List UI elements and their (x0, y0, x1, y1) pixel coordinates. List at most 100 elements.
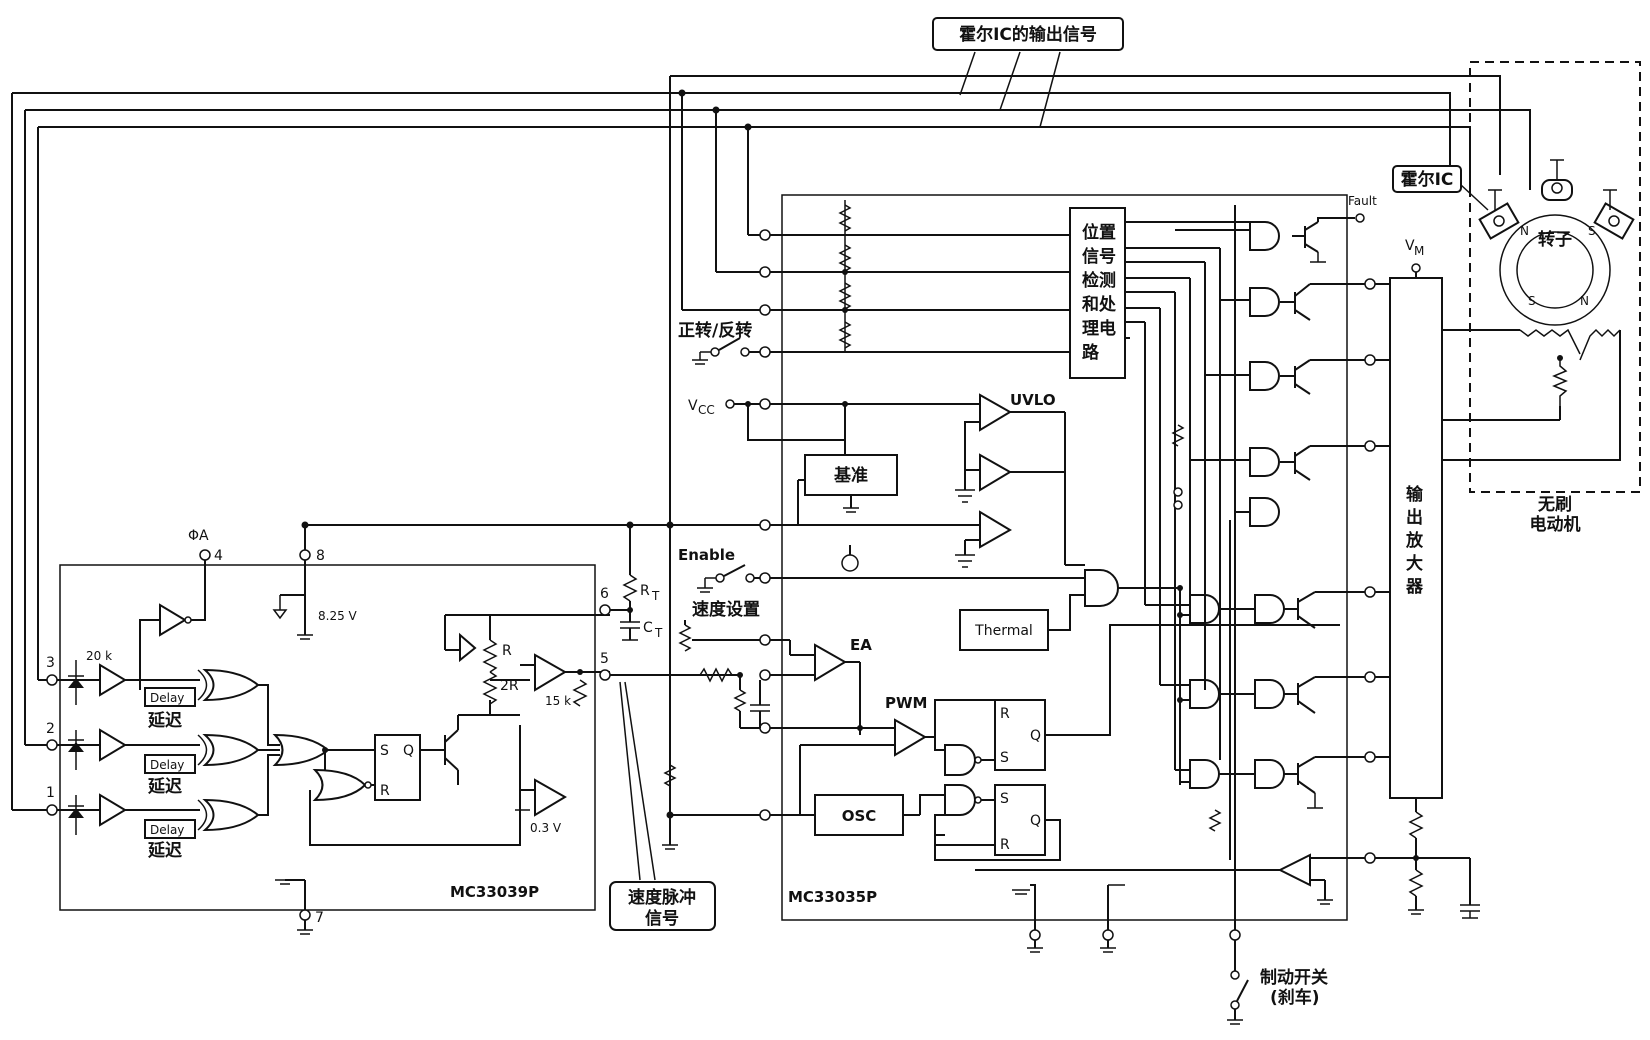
vcc-input: V CC (688, 398, 980, 455)
sr-flipflop-33039: S R Q (374, 734, 421, 801)
svg-text:MC33035P: MC33035P (788, 888, 877, 906)
hall-sensor-left-icon (1478, 202, 1520, 240)
svg-text:S: S (1528, 294, 1536, 308)
svg-text:20 k: 20 k (86, 649, 112, 663)
svg-text:R: R (640, 583, 650, 599)
left-bus (11, 93, 48, 811)
fault-and-gate (1065, 564, 1183, 607)
svg-text:8: 8 (316, 548, 325, 564)
brake-switch[interactable]: 制动开关 (刹车) (1227, 870, 1328, 1025)
zener-diode-1 (68, 795, 84, 835)
svg-text:速度脉冲: 速度脉冲 (628, 887, 696, 908)
schmitt-buffer-1 (99, 793, 127, 827)
svg-text:放: 放 (1405, 530, 1424, 551)
phi-a-inverter: ΦA 4 (139, 528, 223, 690)
fwd-rev-switch[interactable]: 正转/反转 (678, 320, 760, 365)
svg-text:霍尔IC: 霍尔IC (1401, 169, 1454, 190)
svg-text:8.25 V: 8.25 V (318, 609, 358, 623)
xor-gate-3 (197, 668, 260, 702)
svg-text:1: 1 (46, 785, 55, 801)
svg-text:R: R (502, 643, 512, 659)
hall-ic-label: 霍尔IC (1392, 165, 1489, 211)
svg-text:V: V (688, 398, 698, 414)
svg-text:C: C (643, 620, 653, 636)
svg-text:R: R (1000, 706, 1010, 722)
rotor-outer-icon (1499, 214, 1611, 326)
logic-routing (1125, 205, 1250, 870)
svg-text:0.3 V: 0.3 V (530, 821, 562, 835)
svg-text:2R: 2R (500, 678, 519, 694)
svg-text:Delay: Delay (150, 691, 184, 705)
svg-text:S: S (1588, 224, 1596, 238)
nor-gate (312, 750, 375, 802)
svg-text:S: S (1000, 750, 1009, 766)
svg-text:ΦA: ΦA (188, 528, 209, 544)
uvlo-comparator-2 (955, 453, 1065, 503)
hall-output-label: 霍尔IC的输出信号 (932, 17, 1124, 51)
delay-box-2: Delay 延迟 (144, 754, 196, 797)
svg-text:信号: 信号 (645, 908, 679, 929)
svg-text:Enable: Enable (678, 546, 735, 564)
ref-comparator (759, 510, 1012, 568)
discharge-transistor (444, 714, 520, 785)
svg-text:速度设置: 速度设置 (692, 599, 760, 620)
svg-text:S: S (380, 743, 389, 759)
svg-text:V: V (1405, 238, 1415, 254)
speed-pulse-signal: 速度脉冲 信号 (609, 674, 740, 931)
svg-text:M: M (1414, 244, 1424, 258)
svg-text:CC: CC (698, 403, 715, 417)
or-gate (272, 733, 330, 767)
svg-text:2: 2 (46, 721, 55, 737)
zener-diode-3: 20 k (68, 649, 112, 705)
schmitt-buffer-3 (99, 663, 127, 697)
mc33039p-block: MC33039P 3 2 1 20 k (46, 521, 790, 935)
upper-transistors (1280, 283, 1345, 481)
reference-block: 基准 (797, 454, 898, 525)
svg-text:延迟: 延迟 (147, 710, 182, 731)
svg-text:6: 6 (600, 586, 609, 602)
hall-sensor-right-icon (1593, 202, 1635, 240)
output-pins (1345, 278, 1390, 763)
rotor-inner-icon (1516, 231, 1594, 309)
svg-text:(刹车): (刹车) (1270, 987, 1320, 1008)
svg-text:4: 4 (214, 548, 223, 564)
svg-text:OSC: OSC (842, 807, 877, 825)
svg-text:制动开关: 制动开关 (1260, 967, 1328, 988)
svg-text:正转/反转: 正转/反转 (678, 320, 752, 341)
svg-text:电动机: 电动机 (1530, 514, 1581, 535)
nand-gate-1 (925, 736, 995, 776)
svg-text:N: N (1520, 224, 1529, 238)
hall-sensor-top-icon (1541, 179, 1573, 201)
svg-text:Q: Q (1030, 728, 1041, 744)
svg-text:基准: 基准 (833, 465, 868, 486)
speed-set-pot[interactable]: 速度设置 (678, 599, 815, 656)
sr-latch-1: R S Q (994, 699, 1046, 771)
enable-switch[interactable]: Enable (678, 545, 1085, 593)
hall-signal-bus (12, 51, 1531, 820)
motor-windings (1442, 328, 1621, 461)
svg-text:R: R (1000, 837, 1010, 853)
svg-text:R: R (380, 783, 390, 799)
svg-text:大: 大 (1406, 553, 1423, 574)
svg-text:S: S (1000, 791, 1009, 807)
svg-text:输: 输 (1406, 484, 1424, 505)
delay-box-1: Delay 延迟 (144, 819, 196, 861)
svg-text:位置: 位置 (1082, 222, 1116, 243)
svg-text:路: 路 (1082, 342, 1100, 363)
ref-825v: 8 8.25 V (272, 525, 358, 640)
svg-text:出: 出 (1406, 507, 1423, 528)
lower-transistors (1284, 591, 1345, 809)
svg-text:信号: 信号 (1082, 246, 1116, 267)
svg-text:UVLO: UVLO (1010, 391, 1056, 409)
thermal-block: Thermal (959, 594, 1085, 651)
svg-text:T: T (654, 626, 663, 640)
delay-box-3: Delay 延迟 (144, 687, 196, 731)
output-comparator: 15 k (520, 653, 610, 708)
svg-text:EA: EA (850, 636, 872, 654)
timing-network: R 2R (444, 614, 610, 715)
svg-text:PWM: PWM (885, 694, 927, 712)
svg-text:延迟: 延迟 (147, 840, 182, 861)
xor-gate-1 (197, 798, 260, 832)
svg-text:5: 5 (600, 651, 609, 667)
